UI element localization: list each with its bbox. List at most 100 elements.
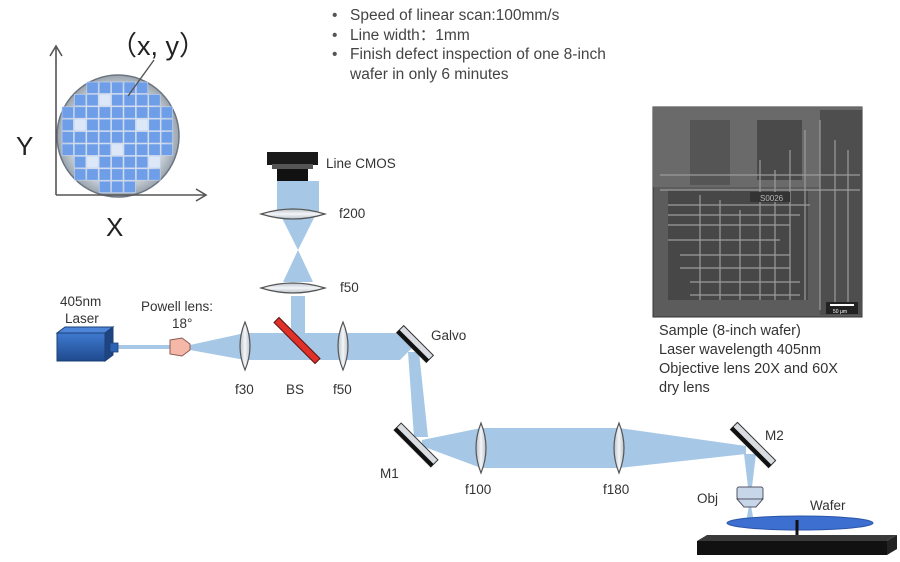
die-cell bbox=[123, 106, 136, 119]
die-cell bbox=[111, 106, 124, 119]
sample-micrograph: S0026 50 μm bbox=[652, 106, 863, 318]
die-cell bbox=[148, 168, 161, 181]
powell-lens bbox=[169, 337, 191, 357]
camera-label: Line CMOS bbox=[326, 156, 396, 171]
bullet-item: Finish defect inspection of one 8-inch w… bbox=[330, 45, 630, 84]
die-cell bbox=[160, 131, 173, 144]
die-cell bbox=[148, 106, 161, 119]
m2-label: M2 bbox=[765, 428, 784, 443]
die-cell bbox=[160, 106, 173, 119]
line-cmos-camera bbox=[267, 152, 318, 181]
f50-upper-label: f50 bbox=[340, 280, 359, 295]
die-cell bbox=[86, 131, 99, 144]
bs-label: BS bbox=[286, 382, 305, 397]
f200-label: f200 bbox=[339, 206, 366, 221]
lens-f30 bbox=[239, 320, 251, 372]
die-cell bbox=[74, 106, 87, 119]
bullet-item: Line width：1mm bbox=[330, 26, 630, 46]
die-cell bbox=[74, 168, 87, 181]
m1-label: M1 bbox=[380, 466, 399, 481]
die-cell bbox=[98, 143, 111, 156]
die-cell bbox=[148, 94, 161, 107]
die-cell bbox=[111, 94, 124, 107]
galvo-label: Galvo bbox=[431, 328, 467, 343]
die-cell bbox=[123, 156, 136, 169]
die-cell bbox=[86, 81, 99, 94]
die-cell bbox=[160, 118, 173, 131]
y-axis-label: Y bbox=[16, 131, 34, 161]
die-cell bbox=[123, 168, 136, 181]
lens-f200 bbox=[258, 208, 328, 220]
die-cell bbox=[136, 156, 149, 169]
wafer-label: Wafer bbox=[810, 498, 846, 513]
die-cell bbox=[136, 118, 149, 131]
die-cell bbox=[148, 143, 161, 156]
die-cell bbox=[98, 94, 111, 107]
die-cell bbox=[111, 156, 124, 169]
objective-lens bbox=[735, 486, 765, 508]
coordinate-label: （x, y） bbox=[110, 31, 207, 61]
beam-path bbox=[116, 181, 756, 522]
die-cell bbox=[98, 81, 111, 94]
die-cell bbox=[98, 118, 111, 131]
powell-lens-label: Powell lens: bbox=[141, 299, 214, 314]
wafer-disc bbox=[726, 515, 874, 531]
die-cell bbox=[123, 118, 136, 131]
m1-mirror bbox=[393, 422, 439, 468]
f30-label: f30 bbox=[235, 382, 254, 397]
die-cell bbox=[86, 106, 99, 119]
die-cell bbox=[74, 143, 87, 156]
sample-info-line: Laser wavelength 405nm bbox=[659, 342, 822, 358]
die-cell bbox=[123, 143, 136, 156]
die-cell bbox=[86, 118, 99, 131]
powell-angle-label: 18° bbox=[172, 316, 193, 331]
bullet-item: Speed of linear scan:100mm/s bbox=[330, 6, 630, 26]
die-cell bbox=[123, 131, 136, 144]
lens-f50-upper bbox=[258, 282, 328, 294]
sample-info-line: Sample (8-inch wafer) bbox=[659, 323, 801, 339]
die-cell bbox=[136, 106, 149, 119]
die-cell bbox=[148, 156, 161, 169]
die-cell bbox=[111, 180, 124, 193]
galvo-mirror bbox=[395, 324, 435, 364]
die-cell bbox=[111, 143, 124, 156]
die-cell bbox=[98, 156, 111, 169]
die-cell bbox=[74, 131, 87, 144]
die-cell bbox=[136, 81, 149, 94]
die-cell bbox=[74, 156, 87, 169]
die-cell bbox=[98, 180, 111, 193]
die-cell bbox=[74, 118, 87, 131]
laser-source bbox=[55, 326, 119, 362]
lens-f180 bbox=[613, 421, 625, 475]
die-cell bbox=[86, 156, 99, 169]
die-cell bbox=[111, 131, 124, 144]
die-cell bbox=[123, 94, 136, 107]
die-cell bbox=[86, 168, 99, 181]
die-cell bbox=[136, 94, 149, 107]
sample-info-line: dry lens bbox=[659, 380, 710, 396]
die-cell bbox=[111, 118, 124, 131]
sample-info: Sample (8-inch wafer) Laser wavelength 4… bbox=[659, 322, 838, 398]
svg-text:S0026: S0026 bbox=[760, 194, 784, 203]
sample-stage bbox=[697, 535, 897, 555]
die-cell bbox=[61, 118, 74, 131]
die-cell bbox=[61, 131, 74, 144]
lens-f100 bbox=[475, 421, 487, 475]
die-cell bbox=[61, 106, 74, 119]
die-cell bbox=[136, 168, 149, 181]
die-cell bbox=[74, 94, 87, 107]
laser-wavelength-label: 405nm bbox=[60, 294, 102, 309]
die-grid bbox=[61, 81, 173, 193]
die-cell bbox=[86, 94, 99, 107]
die-cell bbox=[136, 143, 149, 156]
die-cell bbox=[136, 131, 149, 144]
die-cell bbox=[61, 143, 74, 156]
die-cell bbox=[148, 118, 161, 131]
die-cell bbox=[98, 131, 111, 144]
x-axis-label: X bbox=[106, 212, 124, 242]
lens-f50-lower bbox=[337, 320, 349, 372]
sample-info-line: Objective lens 20X and 60X bbox=[659, 361, 838, 377]
scale-bar-label: 50 μm bbox=[833, 309, 847, 315]
